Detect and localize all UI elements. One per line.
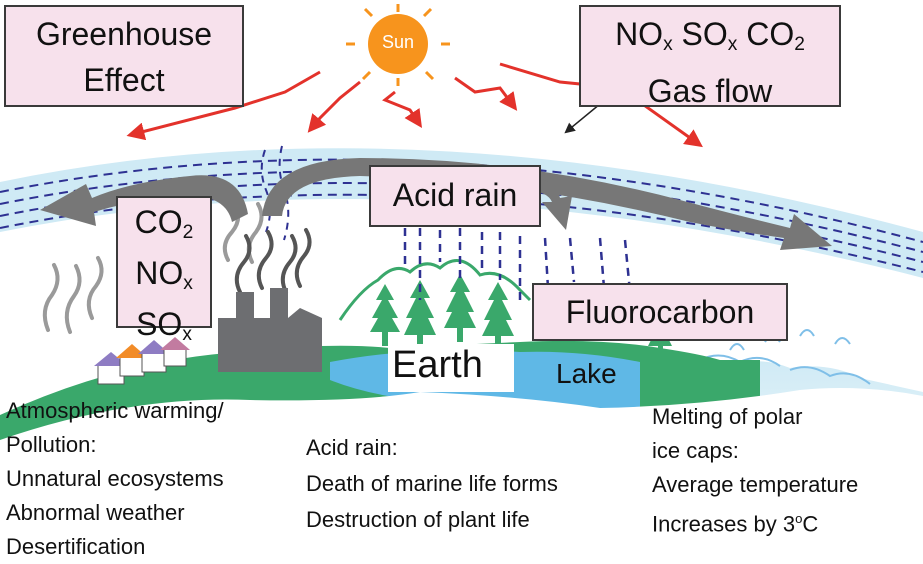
arrow-left	[40, 175, 248, 226]
gas-flow-pointer	[564, 103, 601, 134]
factory-gases-box: CO2 NOx SOx	[116, 196, 212, 344]
sun-label: Sun	[381, 32, 415, 52]
so-subscript: x	[182, 323, 192, 345]
rising-fumes	[260, 145, 290, 241]
factory-smoke	[234, 228, 312, 294]
gas-list: NOx SOx CO2	[581, 11, 839, 68]
greenhouse-effect-box: Greenhouse Effect	[4, 5, 244, 107]
sox-subscript: x	[727, 33, 738, 55]
effects-right-line1: Melting of polar	[652, 404, 803, 429]
sox-label: SO	[681, 16, 728, 52]
effects-middle-line1: Acid rain:	[306, 435, 398, 460]
effects-left-line3: Unnatural ecosystems	[6, 466, 224, 491]
fluorocarbon-box: Fluorocarbon	[532, 283, 788, 341]
effects-right: Melting of polar ice caps: Average tempe…	[652, 400, 858, 541]
effects-right-line4-text: Increases by 3	[652, 511, 796, 537]
co-label: CO	[134, 204, 183, 240]
effects-left-line4: Abnormal weather	[6, 500, 185, 525]
earth-label-bg	[388, 344, 514, 392]
degree-sign: o	[795, 511, 803, 526]
celsius-unit: C	[802, 511, 819, 537]
arrow-right	[262, 158, 832, 250]
effects-left: Atmospheric warming/ Pollution: Unnatura…	[6, 394, 224, 564]
acid-rain-label: Acid rain	[392, 177, 518, 213]
greenhouse-line2: Effect	[83, 62, 165, 98]
no-subscript: x	[183, 272, 193, 294]
effects-right-line3: Average temperature	[652, 472, 859, 497]
nox-subscript: x	[663, 33, 673, 55]
effects-right-line4: Increases by 3oC	[652, 502, 858, 541]
effects-left-line1: Atmospheric warming/	[6, 398, 224, 423]
gas-flow-box: NOx SOx CO2 Gas flow	[579, 5, 841, 109]
atmosphere-band	[0, 148, 923, 278]
effects-left-line5: Desertification	[6, 534, 146, 559]
no-label: NO	[135, 254, 184, 291]
co2-subscript: 2	[794, 33, 805, 55]
houses	[94, 337, 190, 385]
sun-icon	[346, 4, 450, 86]
effects-right-line2: ice caps:	[652, 438, 739, 463]
factory	[218, 288, 322, 372]
effects-middle: Acid rain: Death of marine life forms De…	[306, 430, 558, 538]
gas-flow-line2: Gas flow	[647, 72, 773, 109]
earth-surface	[0, 388, 923, 560]
lake-label: Lake	[556, 358, 617, 389]
fluorocarbon-label: Fluorocarbon	[565, 294, 755, 330]
effects-middle-line2: Death of marine life forms	[306, 471, 558, 496]
mountains	[338, 259, 532, 321]
effects-middle-line3: Destruction of plant life	[306, 507, 530, 532]
co-subscript: 2	[182, 221, 194, 243]
greenhouse-line1: Greenhouse	[35, 16, 213, 52]
co2-label: CO	[746, 16, 795, 52]
acid-rain-box: Acid rain	[369, 165, 541, 227]
so-label: SO	[136, 305, 183, 342]
earth-label: Earth	[392, 344, 483, 386]
effects-left-line2: Pollution:	[6, 432, 97, 457]
nox-label: NO	[615, 16, 664, 52]
